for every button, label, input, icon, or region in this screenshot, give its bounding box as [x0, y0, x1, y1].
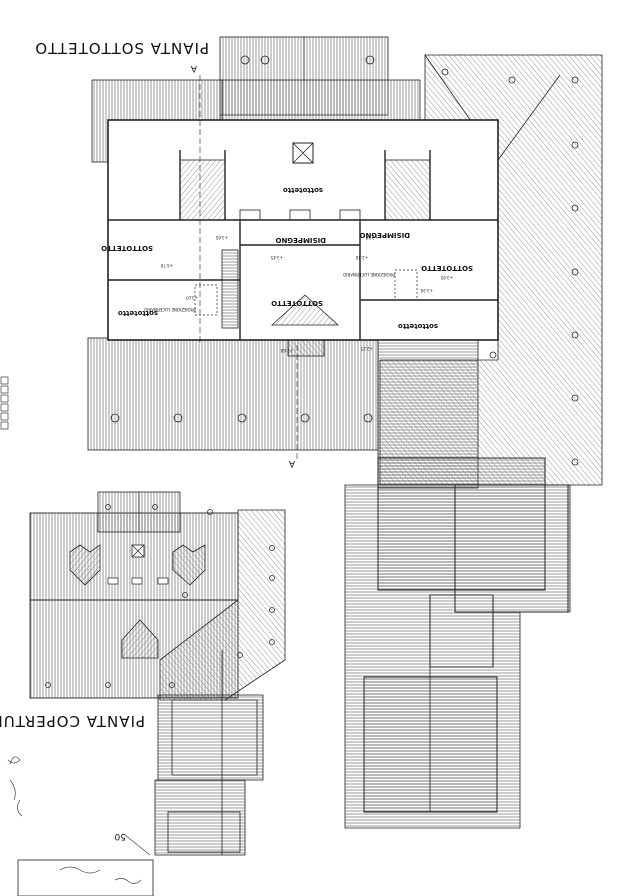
section-mark-top: A: [190, 63, 197, 73]
dormer-right: [384, 159, 431, 221]
dim-3: +3.07: [185, 295, 198, 300]
margin-notes: [7, 756, 154, 896]
roof-skylights: [107, 577, 169, 585]
dormer-bottom: [270, 294, 340, 326]
sheet-number: 50: [114, 831, 126, 841]
roof-vents-left: [45, 504, 275, 688]
room-sottotetto-center: SOTTOTETTO: [271, 299, 323, 307]
skylight-projection-left: [194, 284, 218, 316]
attic-window-markers: [239, 209, 361, 221]
roof-plan-left: [29, 491, 286, 856]
room-sottotetto-left: SOTTOTETTO: [101, 244, 153, 252]
room-disimpegno-left: DISIMPEGNO: [275, 236, 326, 244]
legend-icons: [0, 376, 9, 430]
attic-roof-bottom-band: [87, 337, 379, 451]
roof-vents: [110, 55, 579, 466]
roof-dormer-left: [69, 544, 101, 586]
roof-panel-4: [363, 676, 498, 813]
room-sottotetto-lower-left: sottotetto: [118, 309, 158, 317]
skylight-projection-right: [394, 269, 418, 301]
title-attic: PIANTA SOTTOTETTO: [34, 39, 209, 57]
dormer-left: [179, 159, 226, 221]
note-proiezione-left: PROIEZIONE LUCERNARIO: [144, 307, 196, 312]
roof-lower-block-2: [154, 779, 246, 856]
title-roof: PIANTA COPERTURA: [0, 712, 145, 730]
dim-1: +3.65: [215, 235, 228, 240]
room-sottotetto-upper: sottotetto: [283, 186, 323, 194]
note-proiezione-right: PROIEZIONE LUCERNARIO: [343, 272, 395, 277]
dim-4: +2.40: [355, 255, 368, 260]
dim-2: +2.58: [365, 235, 378, 240]
section-mark-bottom: A: [288, 458, 295, 468]
text-layer: PIANTA SOTTOTETTO PIANTA COPERTURA sotto…: [0, 39, 473, 841]
chimney-bottom: [287, 339, 325, 357]
roof-plan-right: [344, 457, 571, 829]
room-sottotetto-right: SOTTOTETTO: [421, 264, 473, 272]
roof-dormer-bottom: [121, 619, 159, 659]
dim-8: +2.68: [280, 348, 293, 353]
attic-roof-center-band: [219, 79, 421, 121]
roof-dormer-right: [172, 544, 206, 586]
roof-lower-block-1: [157, 694, 264, 781]
dim-6: +3.45: [270, 255, 283, 260]
roof-panel-1: [377, 457, 546, 591]
room-disimpegno-right: DISIMPEGNO: [359, 231, 410, 239]
dim-5: +4.70: [160, 263, 173, 268]
attic-plan: [87, 36, 603, 489]
dim-10: +2.25: [360, 346, 373, 351]
room-sottotetto-lower-right: sottotetto: [398, 322, 438, 330]
stair: [221, 249, 239, 329]
dim-9: +3.30: [420, 288, 433, 293]
roof-panel-2: [454, 484, 569, 613]
dim-7: +3.95: [440, 275, 453, 280]
